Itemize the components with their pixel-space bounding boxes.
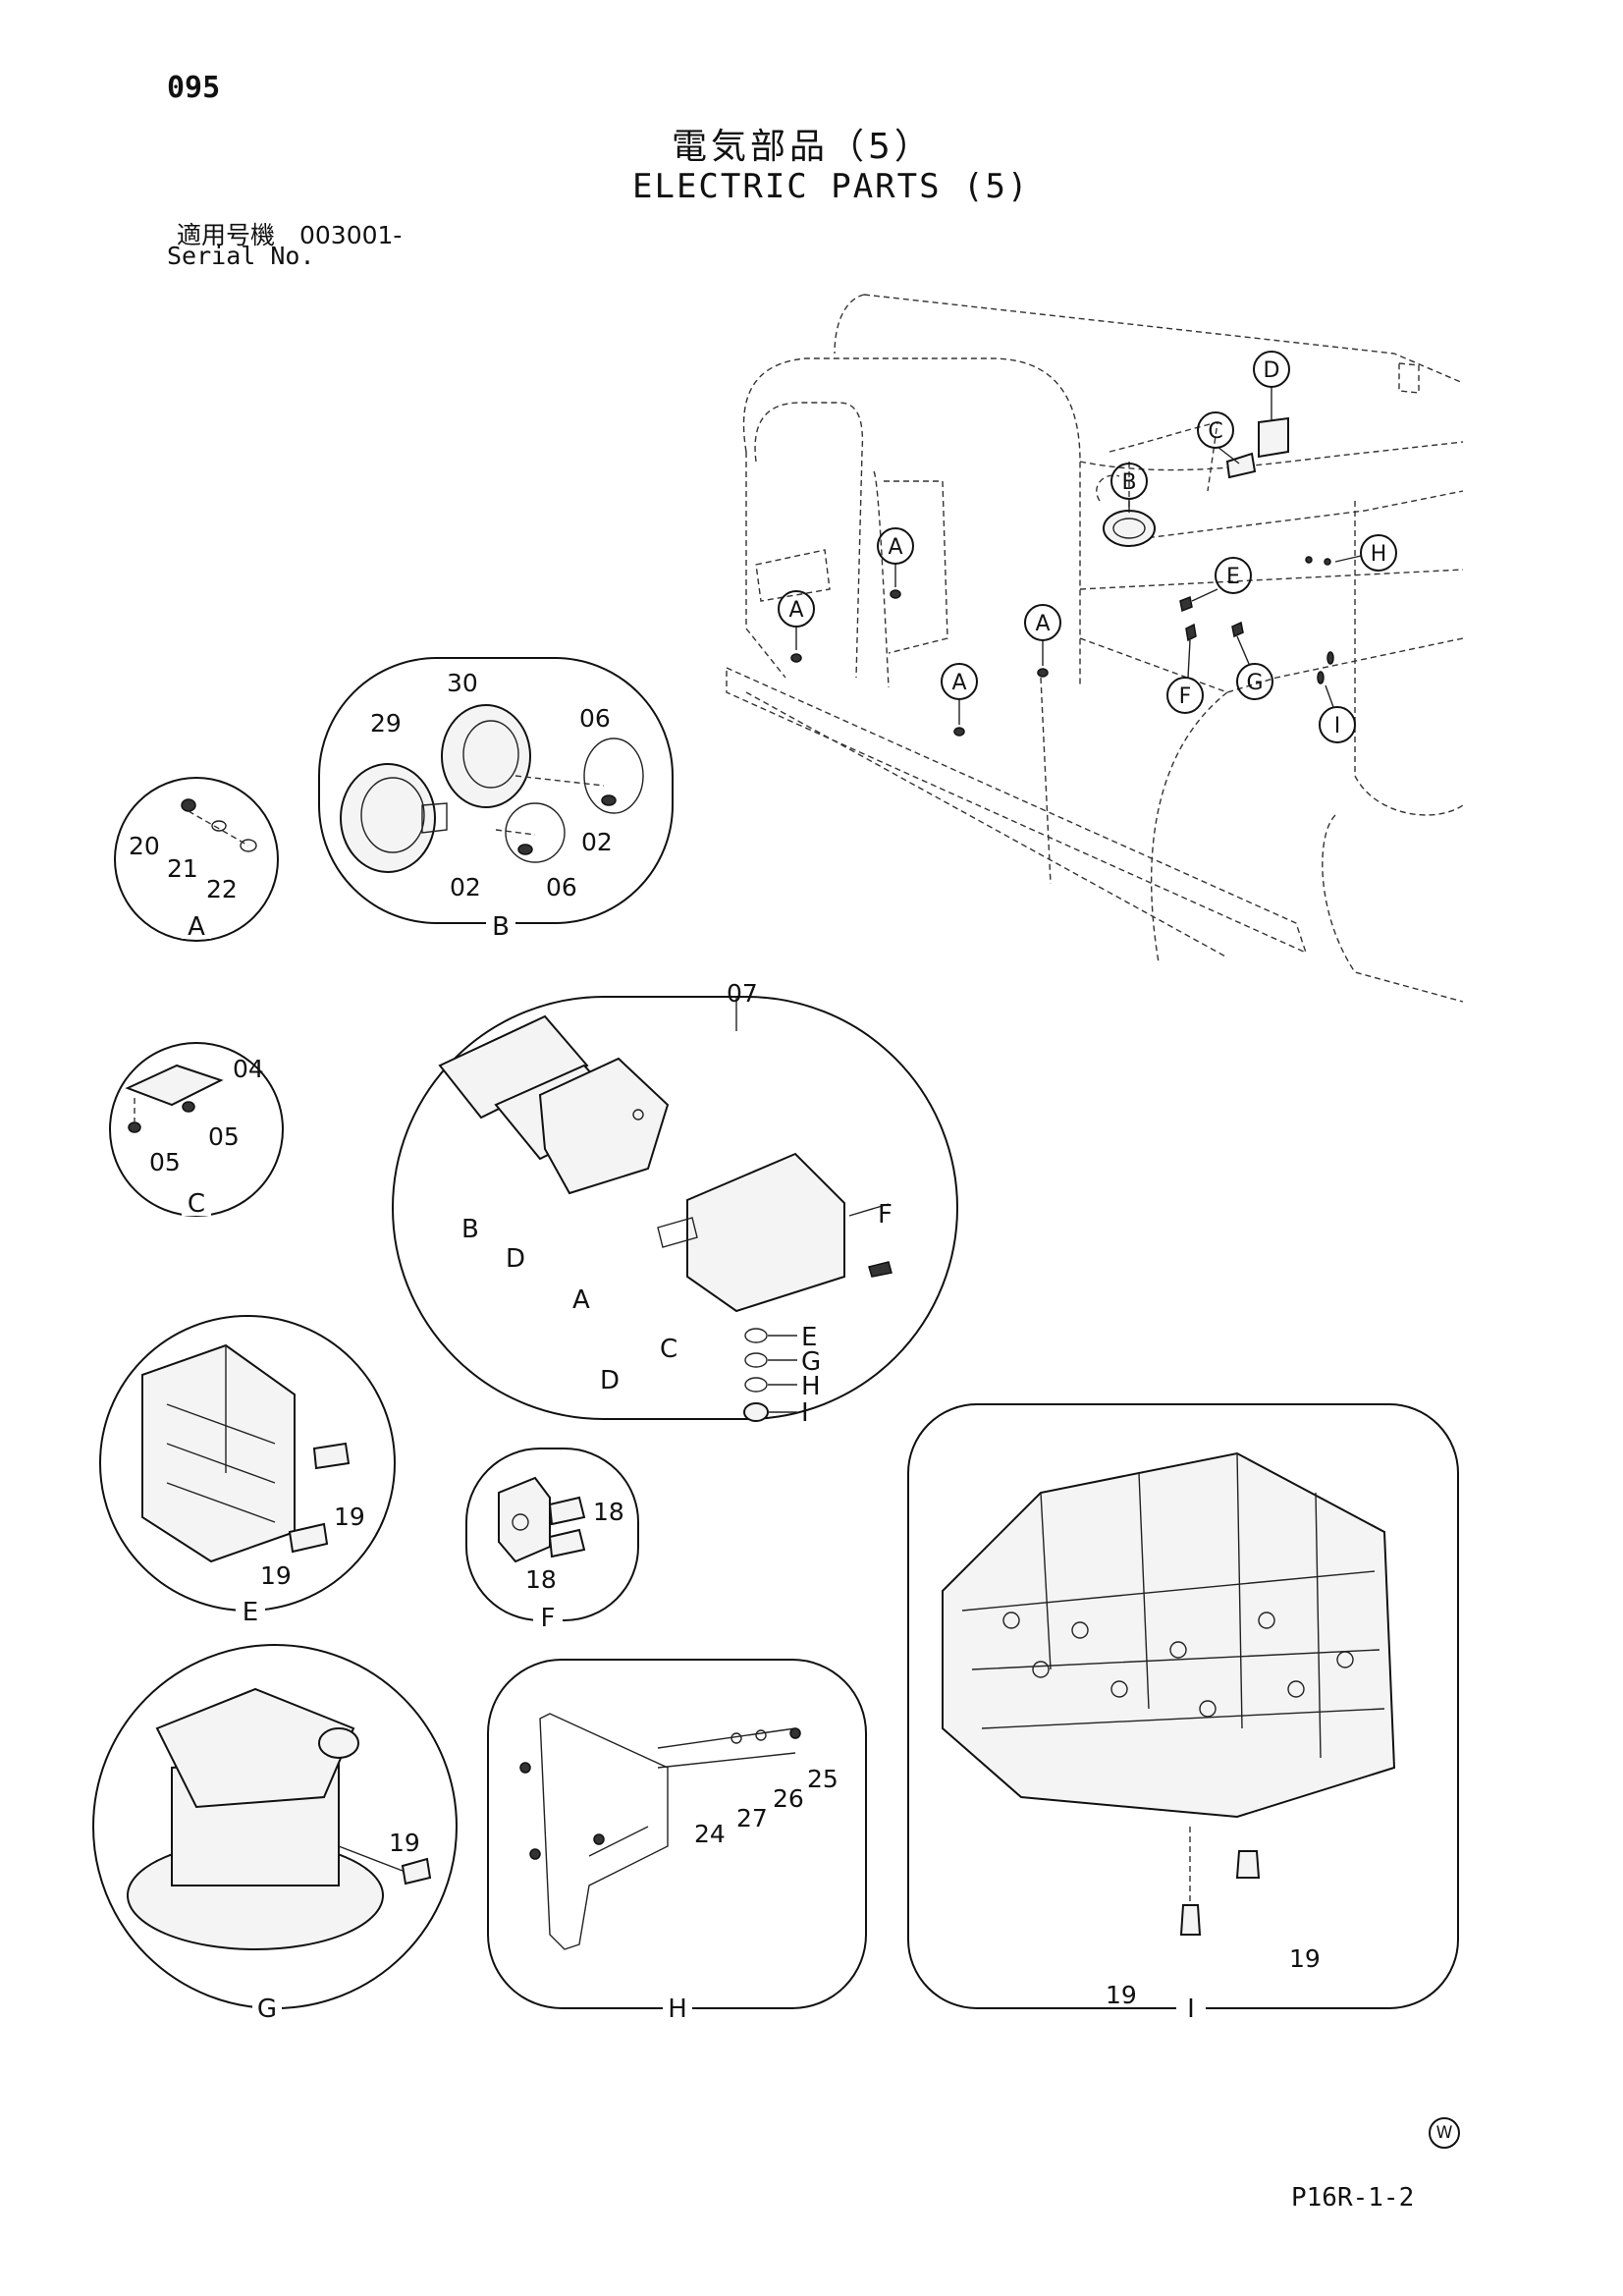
detail-b-letter: B [492, 912, 510, 942]
detail-a: 20 21 22 A [114, 777, 279, 942]
machine-callout-label: A [951, 671, 966, 695]
machine-callout-label: B [1121, 470, 1136, 495]
machine-callout-label: F [1179, 684, 1192, 709]
detail-d-assembly-label: 07 [727, 979, 758, 1008]
machine-outline [726, 294, 1464, 1003]
detail-h: 25 26 27 24 H [487, 1659, 867, 2024]
detail-f-part-label: 18 [525, 1565, 557, 1594]
detail-b-part-label: 29 [370, 709, 402, 738]
detail-i-part-label: 19 [1289, 1944, 1321, 1973]
detail-d-stack-label: H [801, 1372, 821, 1401]
detail-d-letter: D [600, 1366, 620, 1395]
detail-c: 04 05 05 C [109, 1042, 284, 1219]
detail-g-letter: G [257, 1995, 277, 2024]
detail-b: 29 30 06 02 02 06 B [318, 657, 674, 942]
detail-f-part-label: 18 [593, 1498, 624, 1526]
detail-h-part-label: 26 [773, 1784, 804, 1813]
machine-callout-label: E [1226, 565, 1240, 589]
detail-e-letter: E [243, 1598, 258, 1627]
detail-c-part-label: 05 [208, 1122, 240, 1151]
detail-i: 19 19 I [907, 1403, 1459, 2024]
detail-c-letter: C [188, 1189, 205, 1219]
detail-b-part-label: 30 [447, 669, 478, 697]
detail-h-part-label: 27 [736, 1804, 768, 1832]
detail-a-part-label: 22 [206, 875, 238, 903]
detail-d-stack-label: E [801, 1323, 817, 1352]
detail-d: 07 B D A C F E G H I D [392, 979, 958, 1428]
page-title-japanese: 電気部品（5） [672, 127, 934, 167]
machine-callout-label: A [788, 598, 803, 623]
detail-g: 19 G [92, 1644, 458, 2024]
machine-callout-label: I [1334, 714, 1341, 738]
detail-d-stack-label: I [801, 1398, 809, 1428]
detail-h-part-label: 25 [807, 1765, 839, 1793]
machine-callout-label: C [1208, 419, 1222, 444]
detail-c-part-label: 05 [149, 1148, 181, 1176]
detail-h-part-label: 24 [694, 1820, 726, 1848]
machine-callouts: A A A A B C D E F G H I [778, 351, 1397, 743]
detail-d-part-label: B [461, 1215, 479, 1244]
detail-b-part-label: 02 [581, 828, 613, 856]
serial-label-english: Serial No. [167, 242, 315, 270]
detail-f-letter: F [541, 1604, 556, 1633]
machine-callout-label: A [1035, 612, 1050, 636]
machine-callout-label: A [888, 535, 902, 560]
detail-d-part-label: F [878, 1200, 893, 1230]
detail-d-stack-label: G [801, 1347, 821, 1377]
detail-g-part-label: 19 [389, 1829, 420, 1857]
detail-d-part-label: A [572, 1285, 590, 1315]
machine-callout-label: G [1246, 671, 1263, 695]
machine-callout-label: H [1371, 542, 1387, 567]
detail-b-part-label: 02 [450, 873, 481, 902]
detail-e-part-label: 19 [260, 1561, 292, 1590]
detail-e: 19 19 E [99, 1315, 396, 1627]
detail-h-letter: H [668, 1995, 687, 2024]
detail-f: 18 18 F [465, 1448, 639, 1633]
detail-c-part-label: 04 [233, 1055, 264, 1083]
detail-a-part-label: 21 [167, 854, 198, 883]
detail-d-part-label: D [506, 1244, 525, 1274]
page-title-english: ELECTRIC PARTS (5) [632, 167, 1030, 206]
serial-label-japanese: 適用号機 003001- [177, 221, 403, 249]
detail-i-part-label: 19 [1106, 1981, 1137, 2009]
detail-b-part-label: 06 [579, 704, 611, 733]
circled-w-mark: W [1429, 2117, 1460, 2149]
detail-a-part-label: 20 [129, 832, 160, 860]
machine-callout-label: D [1264, 358, 1280, 383]
detail-i-letter: I [1187, 1995, 1195, 2024]
detail-b-part-label: 06 [546, 873, 577, 902]
page-number: 095 [167, 71, 221, 105]
detail-d-part-label: C [660, 1335, 677, 1364]
drawing-code: P16R-1-2 [1291, 2183, 1415, 2213]
detail-a-letter: A [188, 912, 205, 942]
detail-e-part-label: 19 [334, 1503, 365, 1531]
